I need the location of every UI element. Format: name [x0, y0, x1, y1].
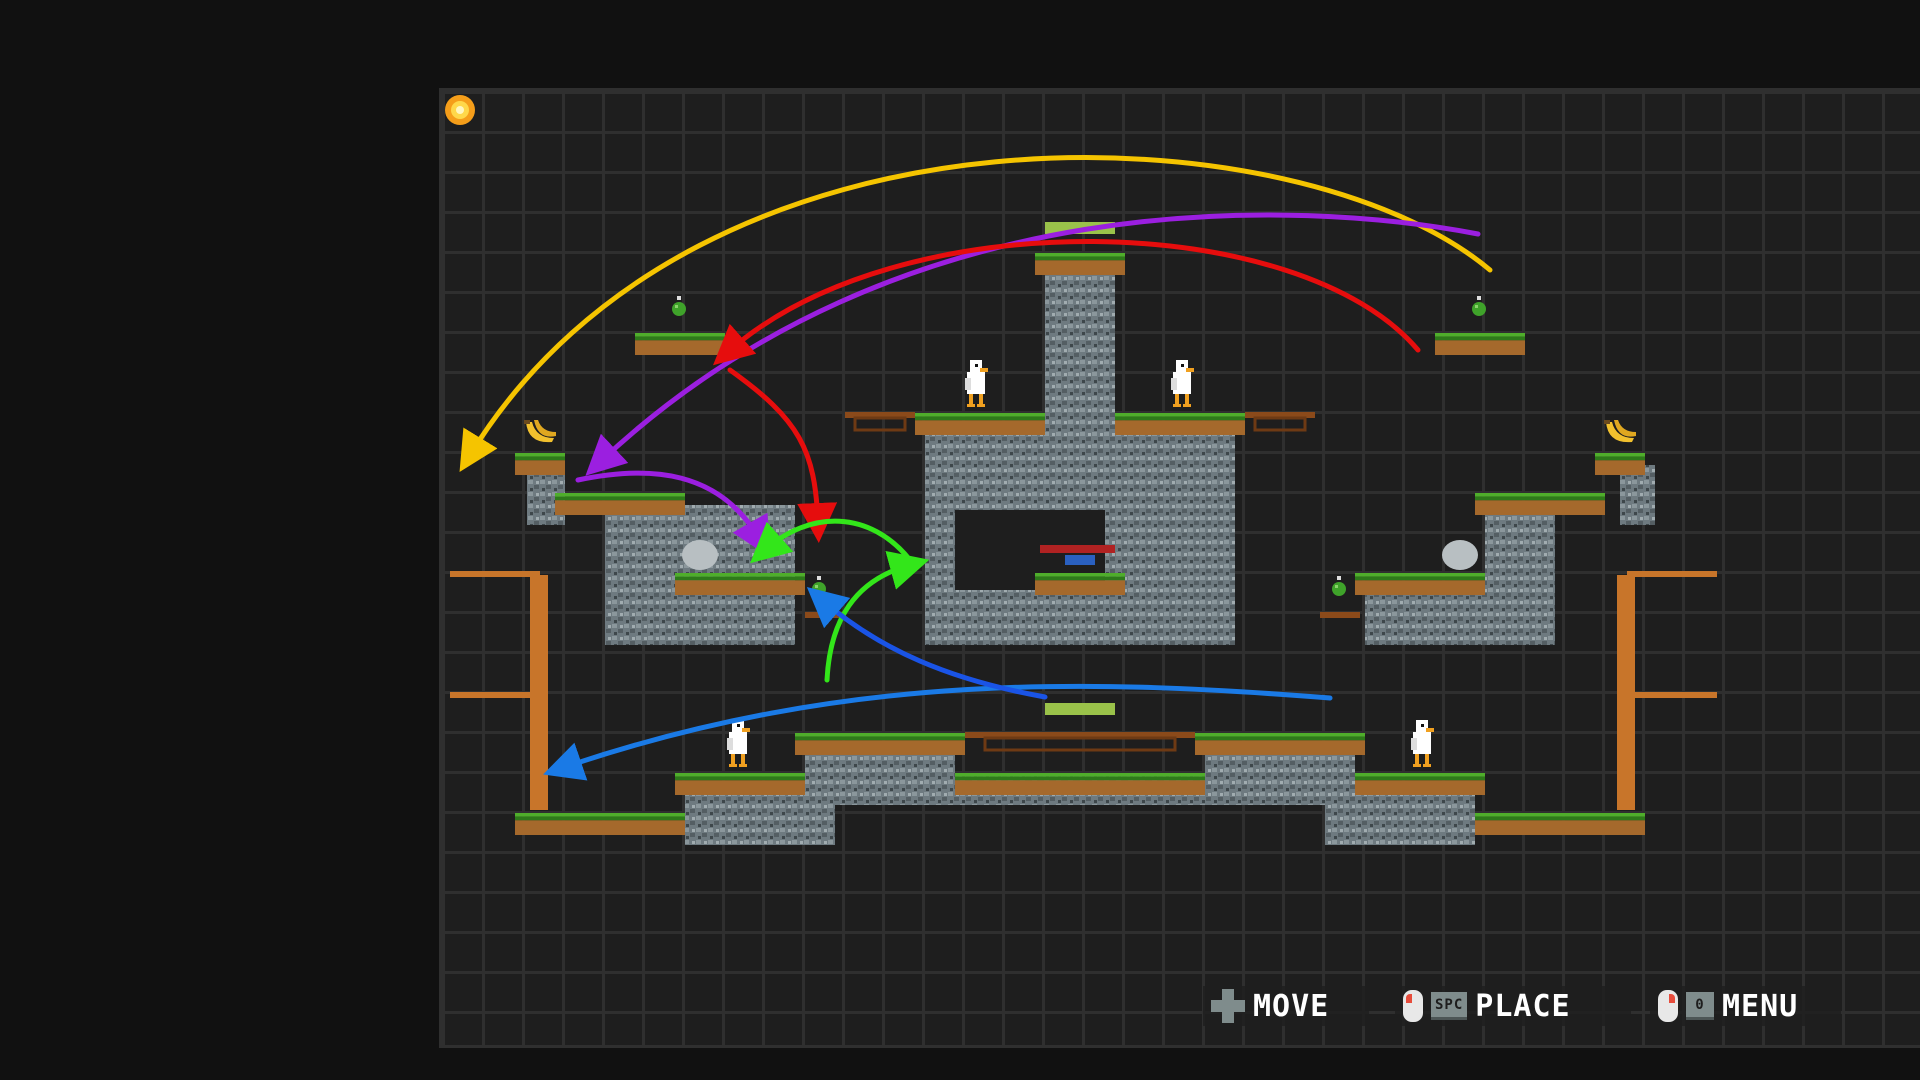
arrow-blue-long	[543, 683, 1333, 781]
arrow-red-long	[712, 239, 1421, 366]
arrow-purple-short	[575, 470, 770, 558]
sun-gear-icon[interactable]	[445, 95, 475, 125]
arrow-green-up	[824, 550, 930, 683]
move-label: MOVE	[1253, 988, 1330, 1024]
space-key-icon: SPC	[1431, 992, 1468, 1020]
arrow-green-arc	[750, 518, 913, 564]
arrow-blue-short	[806, 586, 1048, 700]
place-label: PLACE	[1475, 988, 1571, 1024]
mouse-right-click-icon	[1658, 990, 1678, 1022]
dpad-icon	[1211, 989, 1245, 1023]
arrow-yellow	[459, 155, 1493, 473]
hud-place-hint: SPC PLACE	[1395, 986, 1631, 1026]
hud-move-hint: MOVE	[1203, 986, 1369, 1026]
rock-terrain	[527, 265, 1655, 845]
annotation-arrows	[459, 155, 1493, 781]
mouse-left-click-icon	[1403, 990, 1423, 1022]
hud-menu-hint: 0 MENU	[1650, 986, 1841, 1026]
boulders	[682, 540, 1478, 570]
menu-key-icon: 0	[1686, 992, 1714, 1020]
arrow-red-short	[727, 367, 838, 543]
menu-label: MENU	[1722, 988, 1799, 1024]
